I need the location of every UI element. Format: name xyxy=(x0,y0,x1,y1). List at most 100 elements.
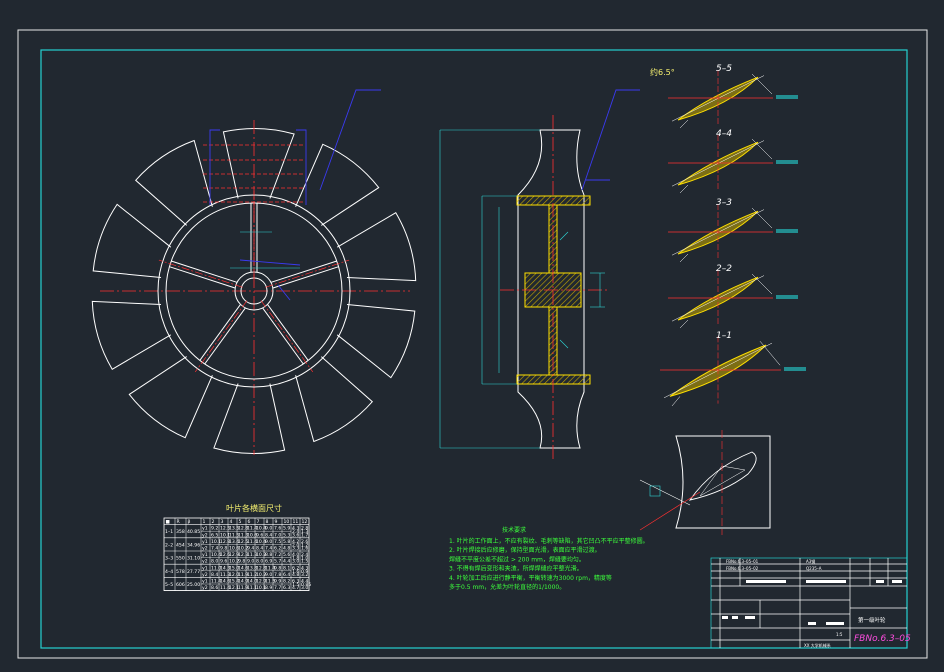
spoke-edge xyxy=(199,304,241,361)
table-cell: 2.0 xyxy=(292,542,299,548)
table-angle: 40.85 xyxy=(187,529,200,535)
table-cell: 14.0 xyxy=(247,579,257,585)
table-cell: 5.3 xyxy=(283,532,290,538)
section-label: 1–1 xyxy=(716,331,732,341)
airfoil-sections: 5–54–43–32–21–1 xyxy=(660,64,806,407)
table-cell: y1 xyxy=(202,565,208,571)
table-cell: 5.9 xyxy=(283,526,290,532)
table-angle: 25.00 xyxy=(187,582,200,588)
table-cell: 13.8 xyxy=(247,565,257,571)
spoke-edge xyxy=(267,304,309,361)
table-cell: 12.8 xyxy=(238,526,248,532)
table-cell: 6.2 xyxy=(274,546,281,552)
table-cell: 4.0 xyxy=(292,552,299,558)
table-cell: 1.8 xyxy=(292,556,299,562)
table-cell: y1 xyxy=(202,552,208,558)
table-cell: 12.6 xyxy=(220,552,230,558)
table-header-cell: 7 xyxy=(257,519,260,525)
table-header-cell: ■ xyxy=(166,520,170,525)
table-radius: 550 xyxy=(176,556,185,562)
blade xyxy=(128,356,213,439)
table-cell: 8.1 xyxy=(283,565,290,571)
table-cell: 9.0 xyxy=(265,572,272,578)
table-header-cell: 11 xyxy=(293,519,299,525)
blade xyxy=(295,356,374,443)
table-header-cell: 3 xyxy=(221,519,224,525)
spoke-edge xyxy=(171,260,238,283)
table-cell: 6.3 xyxy=(283,585,290,591)
tech-note-line: 2. 叶片焊接后应修磨，保持型面光滑，表面应平滑过渡。 xyxy=(449,546,601,554)
table-cell: 5.8 xyxy=(283,539,290,545)
hub-spokes xyxy=(158,191,350,373)
table-section: 2–2 xyxy=(165,542,173,548)
tech-note-line: 焊缝不平度公差不超过 > 200 mm，焊缝要均匀。 xyxy=(449,555,585,563)
table-cell: 4.4 xyxy=(301,579,308,585)
table-cell: 15.4 xyxy=(229,579,239,585)
table-cell: 10.6 xyxy=(247,532,257,538)
table-cell: 9.9 xyxy=(274,579,281,585)
table-cell: 2.6 xyxy=(301,539,308,545)
table-cell: 12.8 xyxy=(220,539,230,545)
table-cell: 1.5 xyxy=(292,582,299,588)
impeller-side-section xyxy=(439,89,640,460)
table-cell: 9.8 xyxy=(274,565,281,571)
table-cell: 13.4 xyxy=(229,539,239,545)
table-cell: 10.1 xyxy=(211,539,221,545)
table-cell: 11.2 xyxy=(247,572,257,578)
spoke-centerline xyxy=(260,300,314,373)
table-header-cell: β xyxy=(188,519,191,525)
table-cell: 6.5 xyxy=(211,532,218,538)
blade xyxy=(213,383,286,455)
table-cell: 10.2 xyxy=(256,572,266,578)
spoke-centerline xyxy=(194,300,248,373)
table-cell: 2.8 xyxy=(301,526,308,532)
table-cell: 11.5 xyxy=(265,579,275,585)
table-cell: 6.9 xyxy=(265,559,272,565)
table-radius: 578 xyxy=(176,569,185,575)
table-cell: 8.9 xyxy=(265,585,272,591)
table-cell: y2 xyxy=(202,546,208,552)
blade xyxy=(336,212,417,282)
table-cell: 1.5 xyxy=(301,559,308,565)
table-cell: 0.9 xyxy=(301,569,308,575)
table-cell: 10.4 xyxy=(256,539,266,545)
table-cell: 4.3 xyxy=(301,565,308,571)
table-cell: 11.4 xyxy=(247,526,257,532)
table-cell: 1.3 xyxy=(301,529,308,535)
table-cell: 12.9 xyxy=(229,552,239,558)
blade xyxy=(134,139,213,226)
spoke-edge xyxy=(270,260,337,283)
table-cell: 3.3 xyxy=(292,546,299,552)
table-cell: y2 xyxy=(202,559,208,565)
table-cell: 7.0 xyxy=(274,532,281,538)
table-header-cell: 8 xyxy=(266,519,269,525)
table-cell: 4.2 xyxy=(292,539,299,545)
table-cell: 4.8 xyxy=(292,572,299,578)
table-cell: 9.0 xyxy=(265,539,272,545)
table-section: 1–1 xyxy=(165,529,173,535)
table-cell: 12.5 xyxy=(220,526,230,532)
leader-lines xyxy=(209,89,381,301)
blade-outline xyxy=(517,129,585,449)
table-cell: 3.2 xyxy=(301,572,308,578)
spoke-edge xyxy=(169,266,236,289)
school-name: XX 大学机械系 xyxy=(804,642,831,648)
scale-value: 1:5 xyxy=(836,632,843,637)
table-cell: 11.4 xyxy=(265,565,275,571)
table-cell: 1.6 xyxy=(292,569,299,575)
spoke-edge xyxy=(262,307,304,365)
ref-1: FBNo.6.3–05–01 xyxy=(726,559,759,564)
table-cell: 8.0 xyxy=(256,559,263,565)
table-cell: 11.3 xyxy=(220,572,230,578)
title-block-fills xyxy=(722,580,902,625)
table-cell: 11.5 xyxy=(229,532,239,538)
table-cell: 9.6 xyxy=(256,532,263,538)
table-cell: y2 xyxy=(202,585,208,591)
detail-view xyxy=(639,430,771,535)
table-cell: 10.4 xyxy=(211,552,221,558)
table-cell: 7.7 xyxy=(274,585,281,591)
tech-note-line: 1. 叶片的工作面上，不应有裂纹、毛刺等缺陷，其它凹凸不平应平整修圆。 xyxy=(449,537,649,545)
table-cell: 1.0 xyxy=(301,556,308,562)
table-cell: 7.4 xyxy=(211,546,218,552)
table-cell: 4.7 xyxy=(292,585,299,591)
